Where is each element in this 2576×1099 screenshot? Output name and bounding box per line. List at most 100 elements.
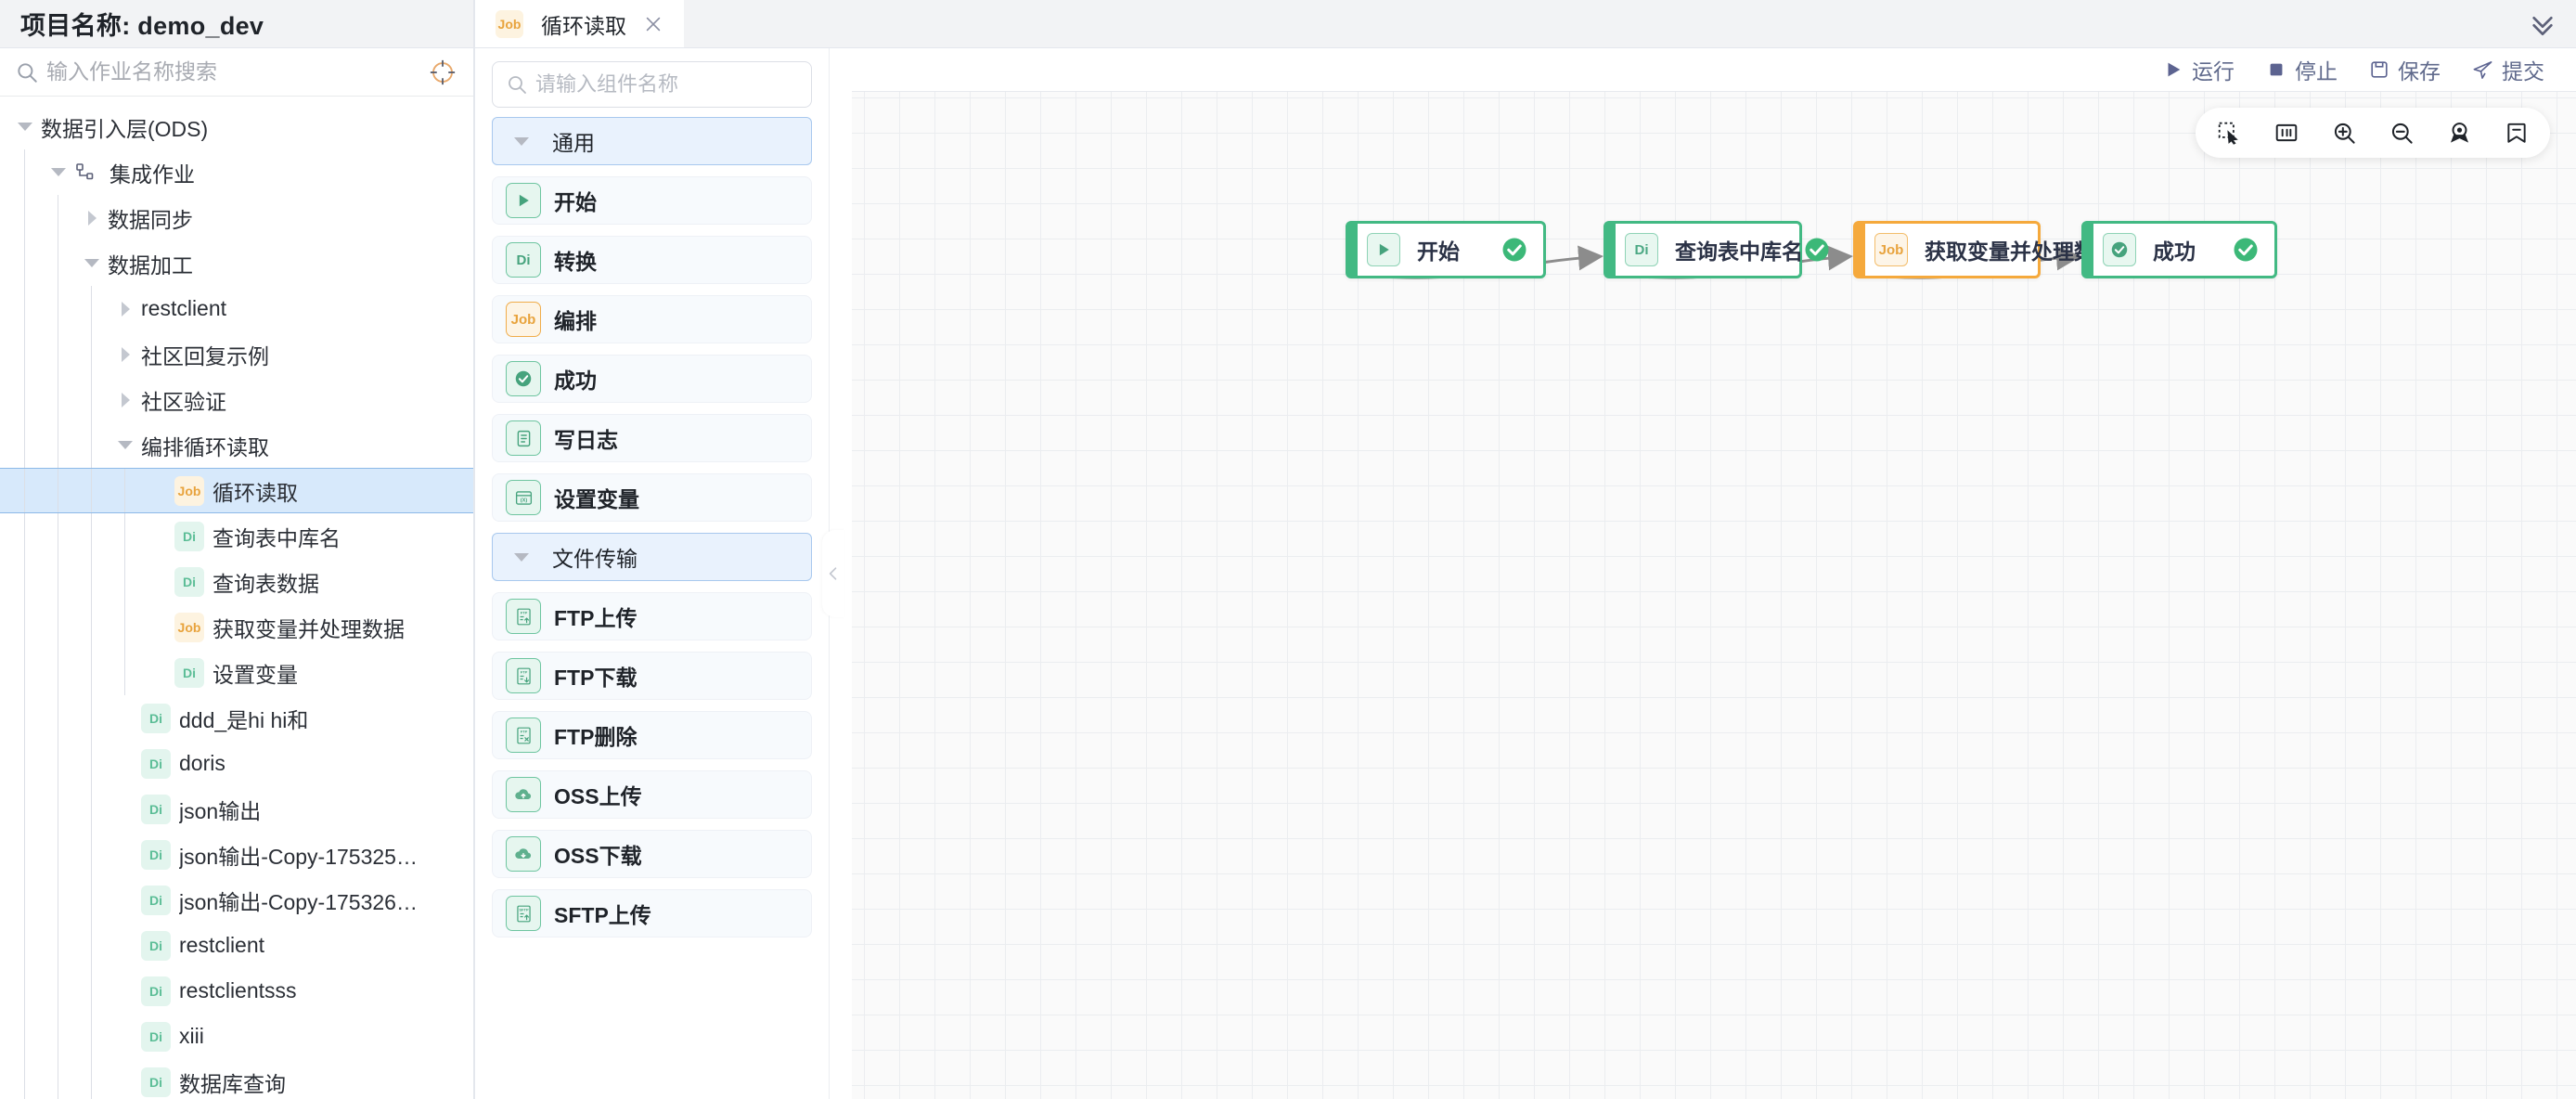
play-icon bbox=[1367, 233, 1400, 266]
close-icon[interactable] bbox=[641, 12, 665, 36]
project-title: 项目名称: demo_dev bbox=[20, 12, 264, 40]
tree-guide-line bbox=[91, 331, 92, 377]
tree-item-label: restclient bbox=[179, 933, 265, 957]
tree-item-label: restclient bbox=[141, 296, 227, 320]
variable-icon: (X) bbox=[506, 480, 541, 515]
chevron-double-down-icon[interactable] bbox=[2509, 0, 2576, 47]
caret-down-icon[interactable] bbox=[46, 161, 71, 185]
palette-component-item[interactable]: 写日志 bbox=[492, 414, 812, 462]
tree-item-label: 社区验证 bbox=[141, 389, 226, 414]
log-icon bbox=[506, 420, 541, 456]
tree-item[interactable]: 数据同步 bbox=[0, 195, 473, 240]
tree-guide-line bbox=[24, 422, 25, 468]
tree-guide-line bbox=[91, 832, 92, 877]
tree-item[interactable]: restclient bbox=[0, 286, 473, 331]
tree-item[interactable]: 数据加工 bbox=[0, 240, 473, 286]
canvas-wrap: 运行 停止 保存 bbox=[852, 48, 2576, 1099]
palette-component-label: SFTP上传 bbox=[554, 903, 651, 927]
tree-guide-line bbox=[124, 559, 125, 604]
job-tree[interactable]: 数据引入层(ODS) 集成作业数据同步数据加工 restclient 社区回复示例社区… bbox=[0, 97, 473, 1099]
caret-right-icon[interactable] bbox=[113, 297, 137, 321]
caret-right-icon[interactable] bbox=[80, 206, 104, 230]
caret-down-icon[interactable] bbox=[80, 252, 104, 276]
oss-upload-icon bbox=[506, 777, 541, 812]
caret-down-icon[interactable] bbox=[113, 433, 137, 458]
tab-loop-read[interactable]: Job 循环读取 bbox=[475, 0, 684, 47]
caret-right-icon[interactable] bbox=[113, 388, 137, 412]
palette-component-item[interactable]: OSS上传 bbox=[492, 770, 812, 819]
component-search-bar[interactable] bbox=[492, 61, 812, 108]
caret-down-icon[interactable] bbox=[509, 129, 534, 153]
caret-down-icon[interactable] bbox=[13, 115, 37, 139]
palette-component-label: 编排 bbox=[554, 309, 597, 333]
tree-item[interactable]: 编排循环读取 bbox=[0, 422, 473, 468]
palette-group-header[interactable]: 通用 bbox=[492, 117, 812, 165]
zoom-out-icon[interactable] bbox=[2383, 114, 2420, 151]
tree-item-label: restclientsss bbox=[179, 978, 297, 1002]
flow-node[interactable]: 成功 bbox=[2081, 221, 2277, 278]
search-input[interactable] bbox=[46, 59, 427, 84]
zoom-in-icon[interactable] bbox=[2325, 114, 2363, 151]
palette-component-label: OSS下载 bbox=[554, 844, 642, 868]
tree-item-label: 设置变量 bbox=[213, 662, 298, 687]
send-icon bbox=[2473, 60, 2492, 79]
tree-guide-line bbox=[24, 469, 25, 512]
palette-component-item[interactable]: 成功 bbox=[492, 355, 812, 403]
fit-actual-size-icon[interactable] bbox=[2268, 114, 2305, 151]
locate-node-icon[interactable] bbox=[2441, 114, 2478, 151]
component-search-input[interactable] bbox=[535, 72, 803, 97]
tree-item[interactable]: 社区验证 bbox=[0, 377, 473, 422]
crosshair-icon[interactable] bbox=[427, 57, 458, 88]
tree-item-label: json输出-Copy-175325… bbox=[179, 844, 418, 869]
job-badge-icon: Job bbox=[174, 475, 204, 506]
caret-down-icon[interactable] bbox=[509, 545, 534, 569]
flow-node[interactable]: 开始 bbox=[1346, 221, 1546, 278]
select-box-icon[interactable] bbox=[2210, 114, 2248, 151]
save-button[interactable]: 保存 bbox=[2369, 54, 2441, 85]
palette-component-item[interactable]: (X) 设置变量 bbox=[492, 473, 812, 522]
tree-item-label: 集成作业 bbox=[109, 162, 195, 187]
check-icon bbox=[2103, 233, 2136, 266]
palette-group-header[interactable]: 文件传输 bbox=[492, 533, 812, 581]
palette-component-item[interactable]: 开始 bbox=[492, 176, 812, 225]
submit-button[interactable]: 提交 bbox=[2472, 54, 2544, 85]
tree-guide-line bbox=[24, 968, 25, 1014]
tree-guide-line bbox=[24, 923, 25, 968]
run-button[interactable]: 运行 bbox=[2163, 54, 2235, 85]
tree-guide-line bbox=[91, 923, 92, 968]
job-search-bar[interactable] bbox=[0, 48, 473, 97]
palette-component-label: 设置变量 bbox=[554, 487, 639, 511]
tree-item[interactable]: 集成作业 bbox=[0, 149, 473, 195]
bookmark-icon[interactable] bbox=[2498, 114, 2535, 151]
tree-item[interactable]: 社区回复示例 bbox=[0, 331, 473, 377]
palette-component-item[interactable]: OSS下载 bbox=[492, 830, 812, 878]
stop-button[interactable]: 停止 bbox=[2266, 54, 2338, 85]
chevron-left-icon[interactable] bbox=[822, 530, 844, 617]
caret-right-icon[interactable] bbox=[113, 343, 137, 367]
tree-item[interactable]: 数据引入层(ODS) bbox=[0, 104, 473, 149]
